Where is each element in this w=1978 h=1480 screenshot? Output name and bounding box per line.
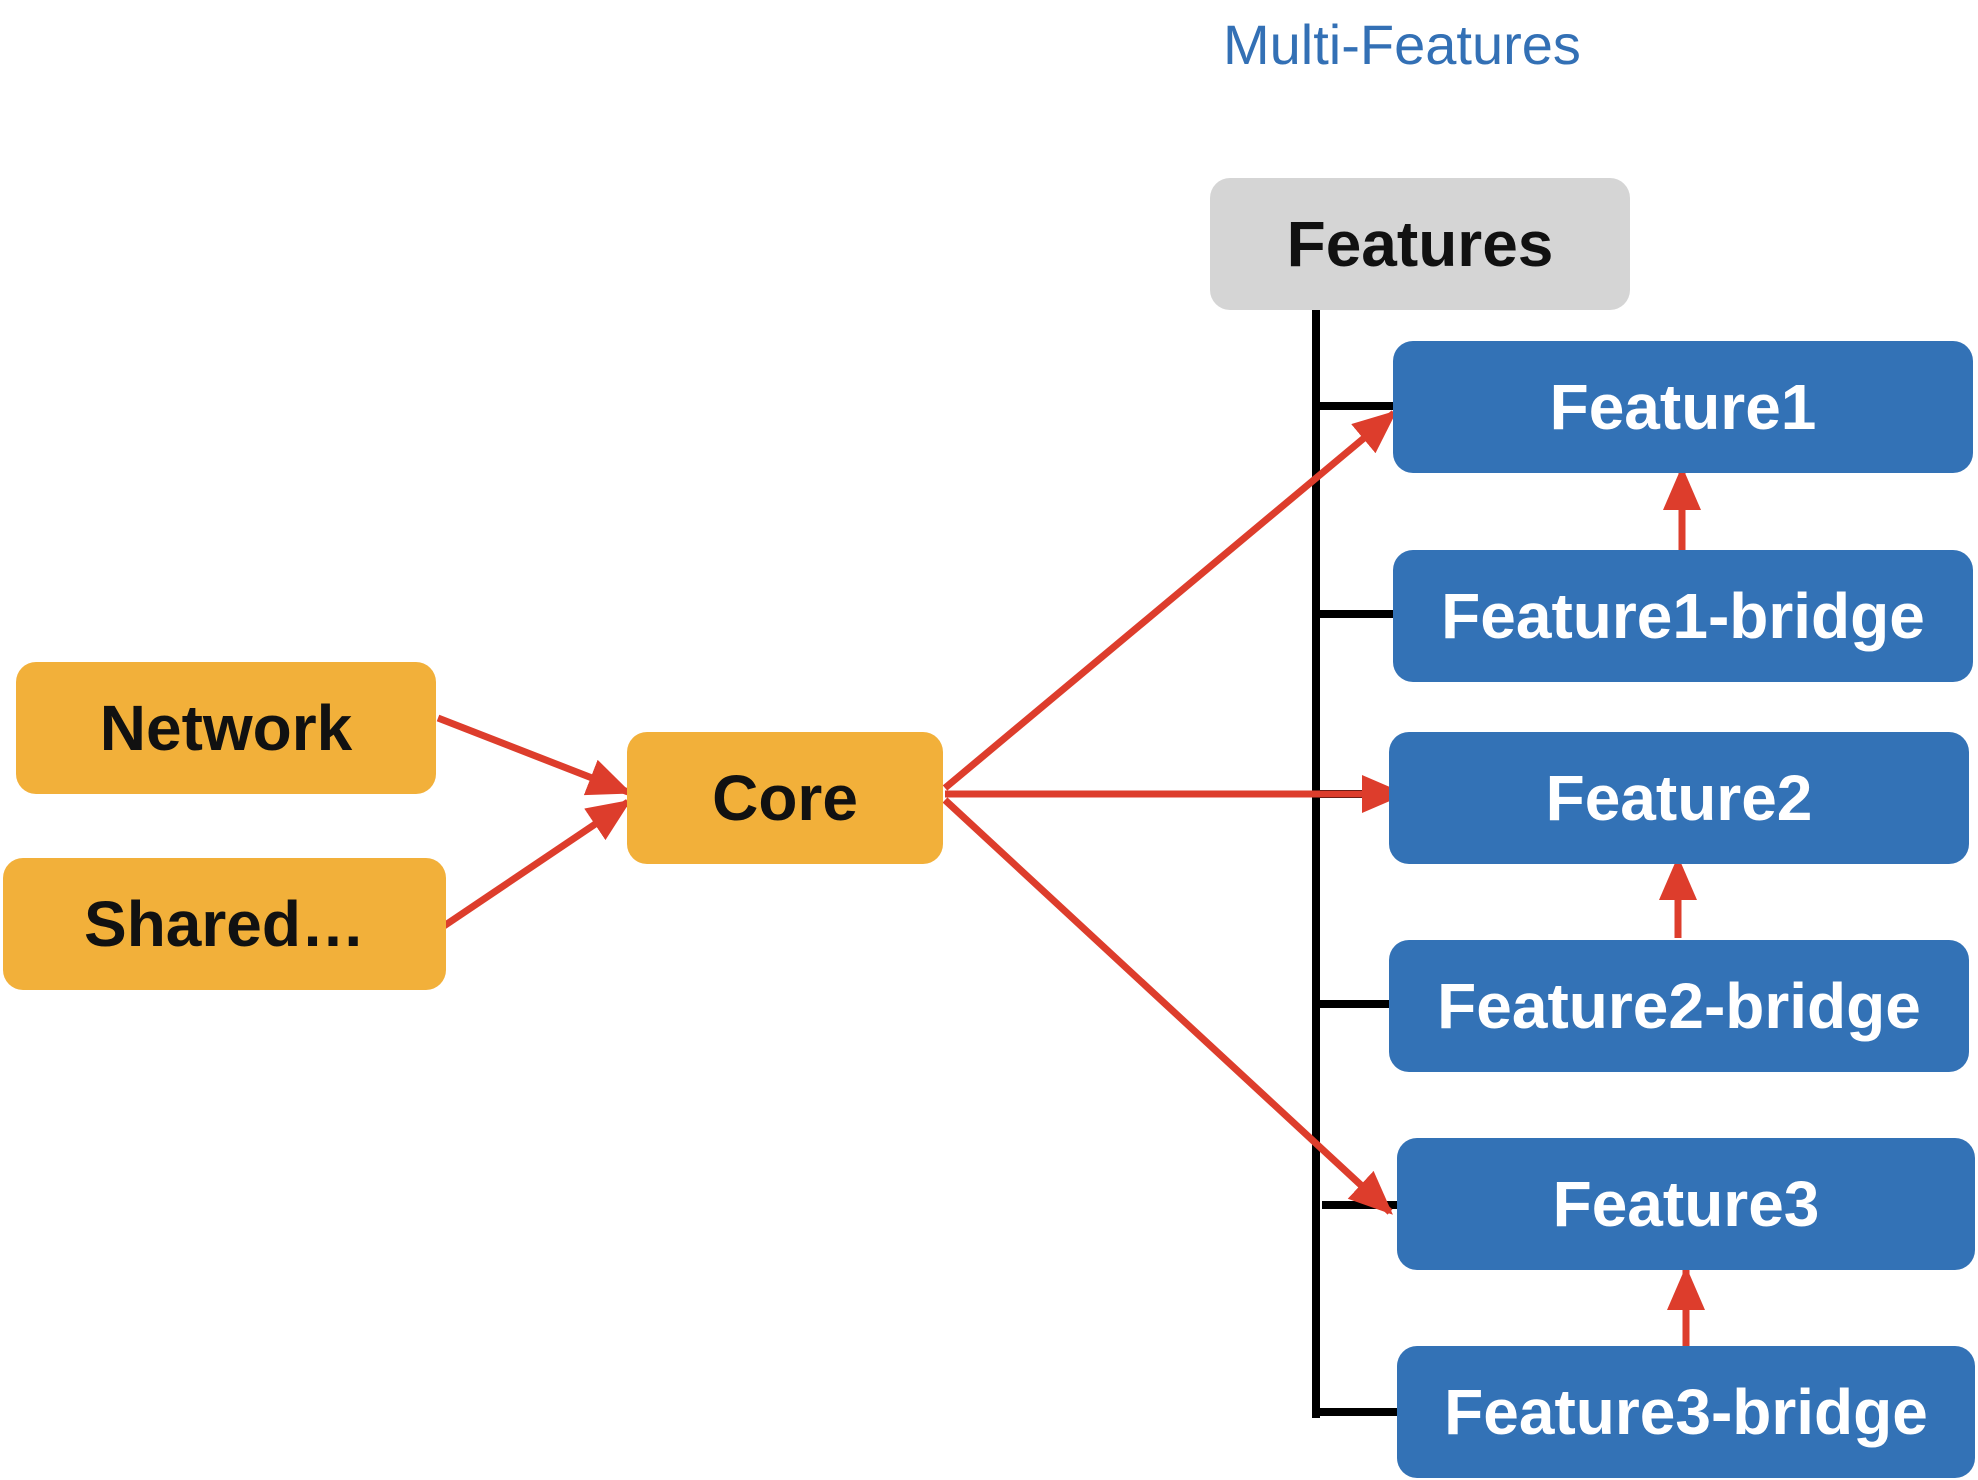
node-features-group: Features	[1210, 178, 1630, 310]
arrow-network-to-core	[436, 714, 632, 796]
node-feature3-bridge: Feature3-bridge	[1397, 1346, 1975, 1478]
node-network: Network	[16, 662, 436, 794]
diagram-title: Multi-Features	[1223, 13, 1581, 76]
node-feature2-bridge: Feature2-bridge	[1389, 940, 1969, 1072]
node-feature2: Feature2	[1389, 732, 1969, 864]
arrow-core-to-feature1	[942, 410, 1398, 791]
arrow-shared-to-core	[436, 799, 632, 933]
arrow-core-to-feature3	[942, 797, 1393, 1215]
node-feature1-bridge: Feature1-bridge	[1393, 550, 1973, 682]
node-feature1: Feature1	[1393, 341, 1973, 473]
node-shared: Shared…	[3, 858, 446, 990]
node-feature3: Feature3	[1397, 1138, 1975, 1270]
node-core: Core	[627, 732, 943, 864]
